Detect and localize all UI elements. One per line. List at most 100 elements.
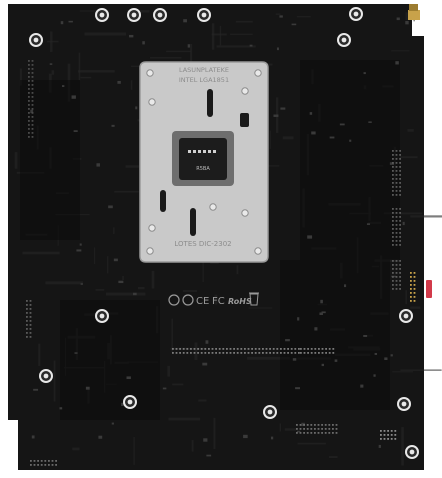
header-pin [321, 428, 323, 430]
smd-component [307, 235, 313, 239]
header-pin [40, 460, 43, 462]
mounting-hole-center [353, 11, 359, 17]
pcie-slot-pin [204, 352, 207, 354]
smd-component [349, 139, 352, 142]
memory-pin [31, 132, 34, 134]
backplate-center-chip [179, 138, 227, 180]
pcb-trace [410, 306, 421, 309]
pcb-trace [107, 256, 109, 274]
pcb-trace [282, 136, 294, 140]
io-pin [392, 264, 394, 266]
pcie-slot-pin [258, 348, 261, 350]
pcb-trace [219, 25, 222, 46]
pcie-slot-pin [208, 348, 210, 350]
smd-component [344, 284, 347, 288]
memory-pin [31, 80, 34, 82]
smd-component [321, 311, 326, 314]
gold-pin [410, 284, 412, 286]
smd-component [129, 34, 134, 38]
io-pin [399, 182, 401, 184]
gold-pin [413, 272, 416, 274]
smd-component [366, 223, 371, 225]
pcb-trace [410, 215, 442, 218]
pcie-slot-pin [321, 348, 324, 350]
header-pin [387, 438, 389, 440]
io-pin [392, 216, 394, 218]
pcb-trace [284, 428, 297, 431]
mounting-hole-center [99, 12, 105, 18]
memory-pin [31, 88, 34, 90]
pcie-slot-pin [244, 348, 246, 350]
pcb-trace [38, 343, 41, 366]
backplate-screw [146, 69, 154, 77]
pcb-trace [405, 290, 407, 305]
memory-pin [28, 128, 30, 130]
pcb-trace [216, 45, 256, 48]
pcie-slot-pin [300, 352, 302, 354]
smd-component [243, 434, 248, 439]
chip-pad [208, 150, 211, 153]
backplate-screw [254, 69, 262, 77]
header-pin [37, 464, 39, 466]
memory-pin [28, 84, 30, 86]
header-pin [29, 324, 32, 326]
pcb-trace [151, 270, 155, 289]
header-pin [332, 424, 334, 426]
smd-component [68, 20, 73, 23]
smd-component [142, 41, 145, 45]
pcb-trace [19, 68, 22, 86]
mounting-hole-center [157, 12, 163, 18]
mounting-hole-center [403, 313, 409, 319]
memory-pin [28, 96, 30, 98]
smd-component [363, 334, 368, 337]
pcb-trace [47, 40, 59, 43]
header-pin [29, 328, 32, 330]
backplate-screw [209, 203, 217, 211]
io-pin [395, 154, 398, 156]
io-pin [399, 236, 401, 238]
smd-component [85, 386, 90, 390]
io-pin [392, 272, 394, 274]
backplate-screw [241, 209, 249, 217]
smd-component [329, 136, 335, 139]
smd-component [334, 359, 338, 362]
antenna-base [409, 4, 418, 11]
pcie-slot-pin [290, 348, 293, 350]
pcie-slot-pin [244, 352, 246, 354]
memory-pin [31, 68, 34, 70]
smd-component [202, 362, 208, 366]
memory-pin [31, 136, 34, 138]
io-pin [392, 240, 394, 242]
header-pin [296, 428, 298, 430]
pcb-trace [211, 33, 227, 36]
memory-pin [31, 60, 34, 62]
io-pin [392, 228, 394, 230]
backplate-slot [190, 208, 196, 236]
header-pin [26, 312, 28, 314]
memory-pin [28, 72, 30, 74]
pcie-slot-pin [310, 348, 313, 350]
header-pin [324, 432, 327, 434]
header-pin [29, 304, 32, 306]
memory-pin [31, 116, 34, 118]
pcb-trace [400, 369, 442, 371]
smd-component [121, 402, 125, 406]
header-pin [332, 432, 334, 434]
header-pin [30, 464, 32, 466]
pcb-trace [279, 423, 282, 432]
pcb-trace [214, 294, 218, 305]
smd-component [187, 44, 190, 48]
header-pin [26, 332, 28, 334]
header-pin [317, 428, 320, 430]
pcie-slot-pin [229, 352, 232, 354]
pcb-trace [131, 65, 140, 67]
gold-pin [410, 276, 412, 278]
pcb-trace [53, 360, 56, 402]
io-pin [399, 190, 401, 192]
io-pin [395, 268, 398, 270]
pcie-slot-pin [294, 348, 297, 350]
pcie-slot-pin [307, 352, 309, 354]
pcie-slot-pin [175, 352, 178, 354]
backplate-slot [160, 190, 166, 212]
pcb-trace [125, 165, 139, 168]
